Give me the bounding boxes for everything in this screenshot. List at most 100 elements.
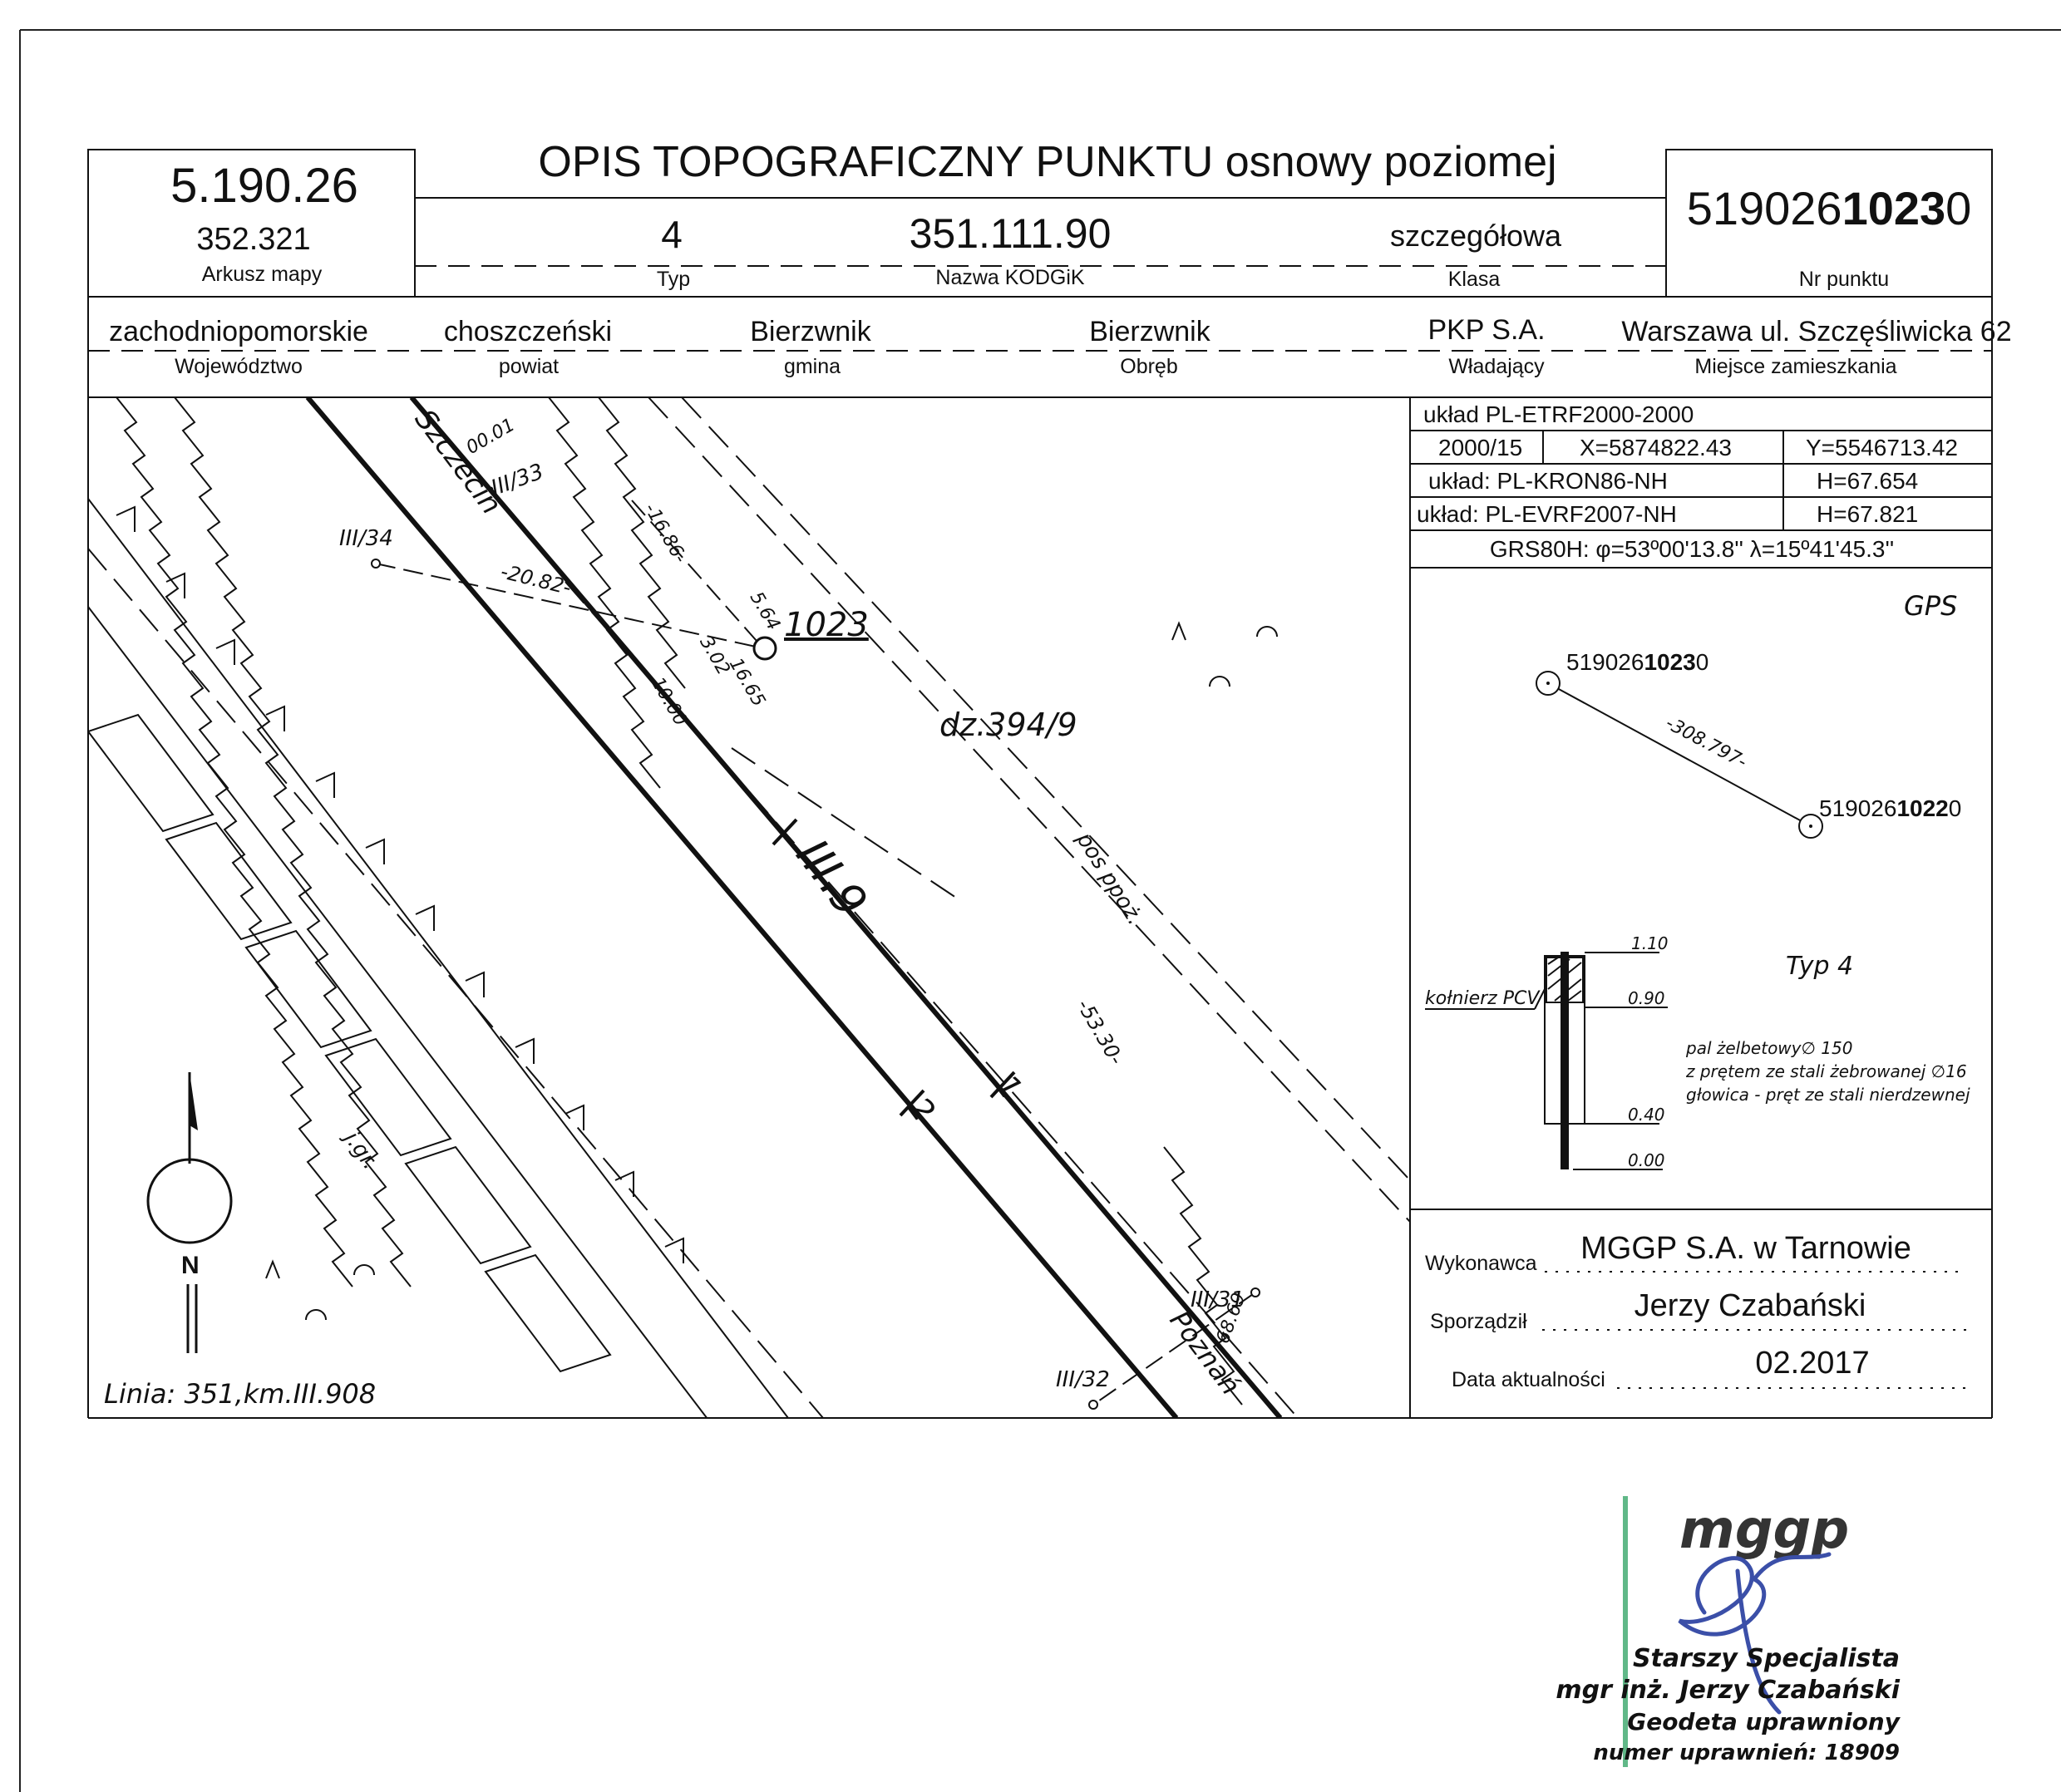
data-value: 02.2017 <box>1755 1346 1869 1381</box>
sporzadzil-value: Jerzy Czabański <box>1635 1288 1866 1323</box>
jgr-label: j.gr. <box>338 1125 382 1174</box>
typ-label: Typ <box>657 268 690 291</box>
coord-system: układ PL-ETRF2000-2000 <box>1423 401 1694 427</box>
kodgik-value: 351.111.90 <box>910 210 1112 257</box>
map-sheet: 352.321 <box>196 222 310 257</box>
track-lines <box>305 397 1283 1418</box>
point-number: 51902610230 <box>1687 182 1972 234</box>
stamp-line-1: Starszy Specjalista <box>1633 1644 1900 1673</box>
wladajacy-label: Władający <box>1448 355 1545 378</box>
page-title: OPIS TOPOGRAFICZNY PUNKTU osnowy poziome… <box>538 138 1556 186</box>
grs-coords: GRS80H: φ=53º00'13.8'' λ=15º41'45.3'' <box>1490 536 1894 562</box>
gps-point-1: 51902610230 <box>1566 649 1708 675</box>
measure-lines <box>375 500 1256 1406</box>
coord-x: X=5874822.43 <box>1580 435 1732 460</box>
dim-00-01: 00.01 <box>463 415 519 459</box>
line-km-label: Linia: 351,km.III.908 <box>104 1378 376 1410</box>
point-marker-icon <box>752 636 777 661</box>
point-number-box: 51902610230 Nr punktu <box>1687 182 1972 291</box>
gps-label: GPS <box>1904 590 1957 622</box>
obreb-label: Obręb <box>1120 355 1177 378</box>
company-logo: mggp <box>1679 1499 1849 1561</box>
mark-desc-3: głowica - pręt ze stali nierdzewnej <box>1686 1085 1970 1105</box>
surveyor-stamp: mggp Starszy Specjalista mgr inż. Jerzy … <box>1556 1496 1901 1767</box>
platform-edges <box>116 397 1243 1406</box>
dim-16-86: -16.86- <box>639 500 690 567</box>
map-sketch: 1023 dz.394/9 III.9 2 1 pos ppoż. j.gr. … <box>88 397 1410 1418</box>
stamp-line-4: numer uprawnień: 18909 <box>1593 1740 1900 1765</box>
mark-type-label: Typ 4 <box>1786 952 1853 981</box>
dim-5-64: 5.64 <box>746 588 784 634</box>
level-0-40: 0.40 <box>1628 1105 1665 1125</box>
north-circle-icon <box>146 1158 233 1244</box>
sheet-frame <box>19 29 2061 1792</box>
kron-h: H=67.654 <box>1817 468 1918 494</box>
admin-row: zachodniopomorskie Województwo choszczeń… <box>109 314 2012 378</box>
mark-type-diagram: 1.10 0.90 0.40 0.00 kołnierz PCV Typ 4 p… <box>1425 933 1970 1170</box>
klasa-value: szczegółowa <box>1390 219 1562 253</box>
dim-16-65: 16.65 <box>725 655 769 711</box>
track-ticks <box>772 818 1016 1117</box>
header-frame <box>87 149 1993 1419</box>
sheet-number-box: 5.190.26 352.321 Arkusz mapy <box>170 159 358 286</box>
signature-icon <box>1678 1552 1832 1715</box>
flange-label: kołnierz PCV <box>1425 988 1541 1009</box>
gmina-label: gmina <box>784 355 841 378</box>
dim-3-02: 3.02 <box>695 633 733 679</box>
parcel-label: dz.394/9 <box>939 706 1077 743</box>
coord-y: Y=5546713.42 <box>1806 435 1958 460</box>
mark-desc-1: pal żelbetowy∅ 150 <box>1685 1038 1852 1058</box>
level-0-90: 0.90 <box>1628 988 1665 1008</box>
north-label: N <box>181 1252 200 1279</box>
gps-distance: -308.797- <box>1662 713 1750 773</box>
kron-label: układ: PL-KRON86-NH <box>1428 468 1668 494</box>
stamp-line-3: Geodeta uprawniony <box>1627 1708 1901 1735</box>
obreb: Bierzwnik <box>1089 316 1210 347</box>
survey-point-1023 <box>371 559 1260 1410</box>
wykonawca-value: MGGP S.A. w Tarnowie <box>1580 1231 1911 1266</box>
ref-iii-33: III/33 <box>488 459 547 500</box>
szczecin-label: Szczecin <box>408 403 508 520</box>
sporzadzil-label: Sporządził <box>1430 1310 1527 1333</box>
dim-10-00: 10.00 <box>647 674 691 730</box>
address: Warszawa ul. Szczęśliwicka 62 <box>1621 316 2011 347</box>
dim-53-30: -53.30- <box>1072 995 1128 1069</box>
dim-20-82: -20.82- <box>498 559 573 599</box>
track-label: III.9 <box>786 830 878 927</box>
point-number-label: Nr punktu <box>1799 268 1889 291</box>
map-sheet-label: Arkusz mapy <box>202 263 323 286</box>
klasa-label: Klasa <box>1448 268 1501 291</box>
vegetation-symbols <box>265 621 1278 1321</box>
wojewodztwo: zachodniopomorskie <box>109 316 368 347</box>
dashed-boundaries <box>88 397 1410 1418</box>
pos-label: pos ppoż. <box>1071 828 1147 930</box>
right-panel-frame <box>1409 397 1992 1418</box>
wladajacy: PKP S.A. <box>1427 314 1545 346</box>
wykonawca-label: Wykonawca <box>1425 1252 1537 1275</box>
sheet-number: 5.190.26 <box>170 159 358 213</box>
gmina: Bierzwnik <box>750 316 871 347</box>
track2-label: 2 <box>901 1090 943 1129</box>
level-0-00: 0.00 <box>1628 1150 1665 1170</box>
powiat: choszczeński <box>444 316 612 347</box>
coord-zone: 2000/15 <box>1438 435 1522 460</box>
map-labels: 1023 dz.394/9 III.9 2 1 pos ppoż. j.gr. … <box>104 403 1250 1410</box>
gps-point-2: 51902610220 <box>1819 795 1961 821</box>
header-fields: 4 Typ 351.111.90 Nazwa KODGiK szczegółow… <box>657 210 1562 291</box>
typ-value: 4 <box>661 213 683 256</box>
powiat-label: powiat <box>499 355 559 378</box>
stamp-line-2: mgr inż. Jerzy Czabański <box>1556 1676 1900 1705</box>
north-arrow: N <box>146 1072 233 1353</box>
data-label: Data aktualności <box>1452 1368 1605 1391</box>
point-label: 1023 <box>784 606 869 644</box>
level-1-10: 1.10 <box>1631 933 1669 953</box>
mark-desc-2: z prętem ze stali żebrowanej ∅16 <box>1685 1061 1967 1081</box>
gps-diagram: GPS 51902610230 51902610220 -308.797- <box>1536 590 1961 839</box>
ref-iii-34: III/34 <box>339 526 393 551</box>
evrf-h: H=67.821 <box>1817 501 1918 527</box>
wojewodztwo-label: Województwo <box>175 355 303 378</box>
address-label: Miejsce zamieszkania <box>1694 355 1896 378</box>
footer-info: Wykonawca MGGP S.A. w Tarnowie Sporządzi… <box>1425 1231 1972 1391</box>
kodgik-label: Nazwa KODGiK <box>935 266 1085 289</box>
